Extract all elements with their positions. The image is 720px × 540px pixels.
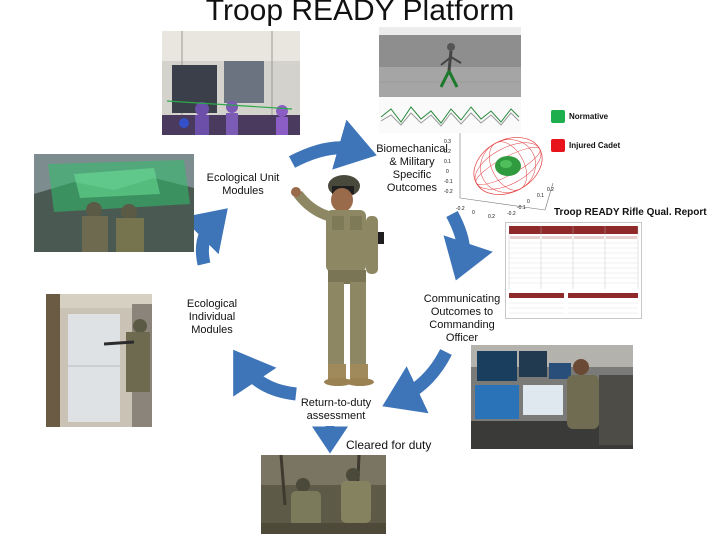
plot-y-tick-3: 0.1 xyxy=(444,159,451,165)
plot-x2-tick-1: -0.2 xyxy=(507,211,516,217)
arrow-left xyxy=(181,208,228,266)
plot-y-tick-2: 0.2 xyxy=(444,149,451,155)
plot-x1-tick-2: 0 xyxy=(472,210,475,216)
plot-x2-tick-5: 0.2 xyxy=(547,187,554,193)
plot-y-tick-6: -0.2 xyxy=(444,189,453,195)
legend-injured-label: Injured Cadet xyxy=(569,141,621,150)
report-title: Troop READY Rifle Qual. Report xyxy=(554,207,707,218)
label-cleared-for-duty: Cleared for duty xyxy=(346,438,432,452)
plot-x1-tick-3: 0.2 xyxy=(488,214,495,220)
vr-room-photo xyxy=(162,31,300,135)
plot-x2-tick-2: -0.1 xyxy=(517,205,526,211)
arrow-top xyxy=(288,119,377,170)
soldier-figure xyxy=(282,172,392,394)
plot-x2-tick-4: 0.1 xyxy=(537,193,544,199)
biomechanics-screen xyxy=(379,27,521,133)
ellipsoid-plot xyxy=(445,128,555,216)
rifle-qual-report xyxy=(505,222,642,319)
plot-y-tick-5: -0.1 xyxy=(444,179,453,185)
legend-normative-swatch xyxy=(551,110,565,123)
command-center-photo xyxy=(471,345,633,449)
plot-x1-tick-1: -0.2 xyxy=(456,206,465,212)
plot-y-tick-4: 0 xyxy=(446,169,449,175)
label-ecological-unit: Ecological Unit Modules xyxy=(206,172,280,197)
plot-x2-tick-3: 0 xyxy=(527,199,530,205)
indoor-training-photo xyxy=(46,294,152,427)
arrow-right xyxy=(443,210,493,281)
label-return-to-duty: Return-to-duty assessment xyxy=(300,397,372,422)
label-biomechanical: Biomechanical & Military Specific Outcom… xyxy=(376,143,448,194)
arrow-bottom-right xyxy=(382,348,452,414)
holographic-terrain-photo xyxy=(34,154,194,252)
label-communicating: Communicating Outcomes to Commanding Off… xyxy=(423,293,501,344)
label-ecological-individual: Ecological Individual Modules xyxy=(186,298,238,336)
field-soldiers-photo xyxy=(261,455,386,534)
plot-y-tick-1: 0.3 xyxy=(444,139,451,145)
arrow-bottom-left xyxy=(233,349,297,401)
legend-injured-swatch xyxy=(551,139,565,152)
legend-normative-label: Normative xyxy=(569,112,609,121)
page-title: Troop READY Platform xyxy=(205,0,515,27)
